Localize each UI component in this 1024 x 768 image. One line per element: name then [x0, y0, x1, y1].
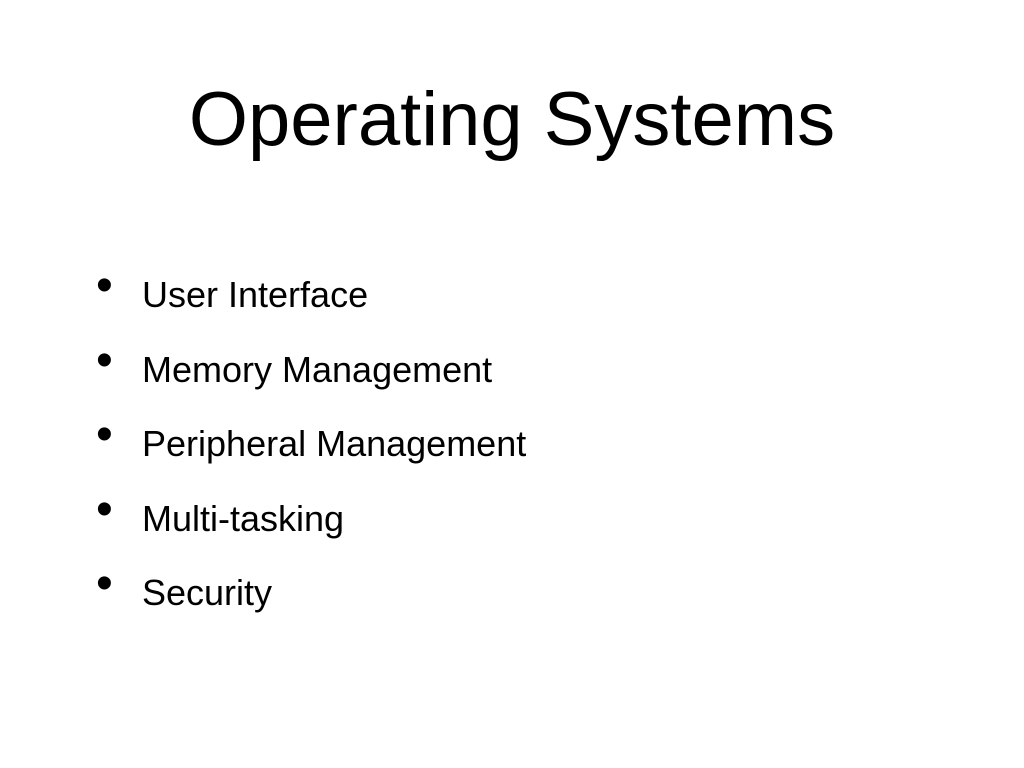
bullet-text-security: Security	[142, 572, 273, 613]
bullet-icon: •	[96, 259, 113, 312]
list-item: • User Interface	[96, 262, 526, 343]
bullet-text-peripheral-management: Peripheral Management	[142, 423, 527, 464]
bullet-icon: •	[96, 557, 113, 610]
list-item: • Memory Management	[96, 336, 526, 418]
list-item: • Multi-tasking	[96, 485, 526, 567]
bullet-text-memory-management: Memory Management	[142, 348, 493, 390]
bullet-list: • User Interface • Memory Management • P…	[96, 262, 527, 641]
list-item: • Security	[96, 560, 526, 641]
bullet-icon: •	[96, 333, 113, 387]
slide-title: Operating Systems	[188, 77, 836, 162]
bullet-icon: •	[96, 408, 113, 461]
bullet-text-multi-tasking: Multi-tasking	[142, 497, 345, 539]
bullet-text-user-interface: User Interface	[142, 274, 369, 315]
bullet-icon: •	[96, 482, 113, 536]
list-item: • Peripheral Management	[96, 411, 527, 492]
